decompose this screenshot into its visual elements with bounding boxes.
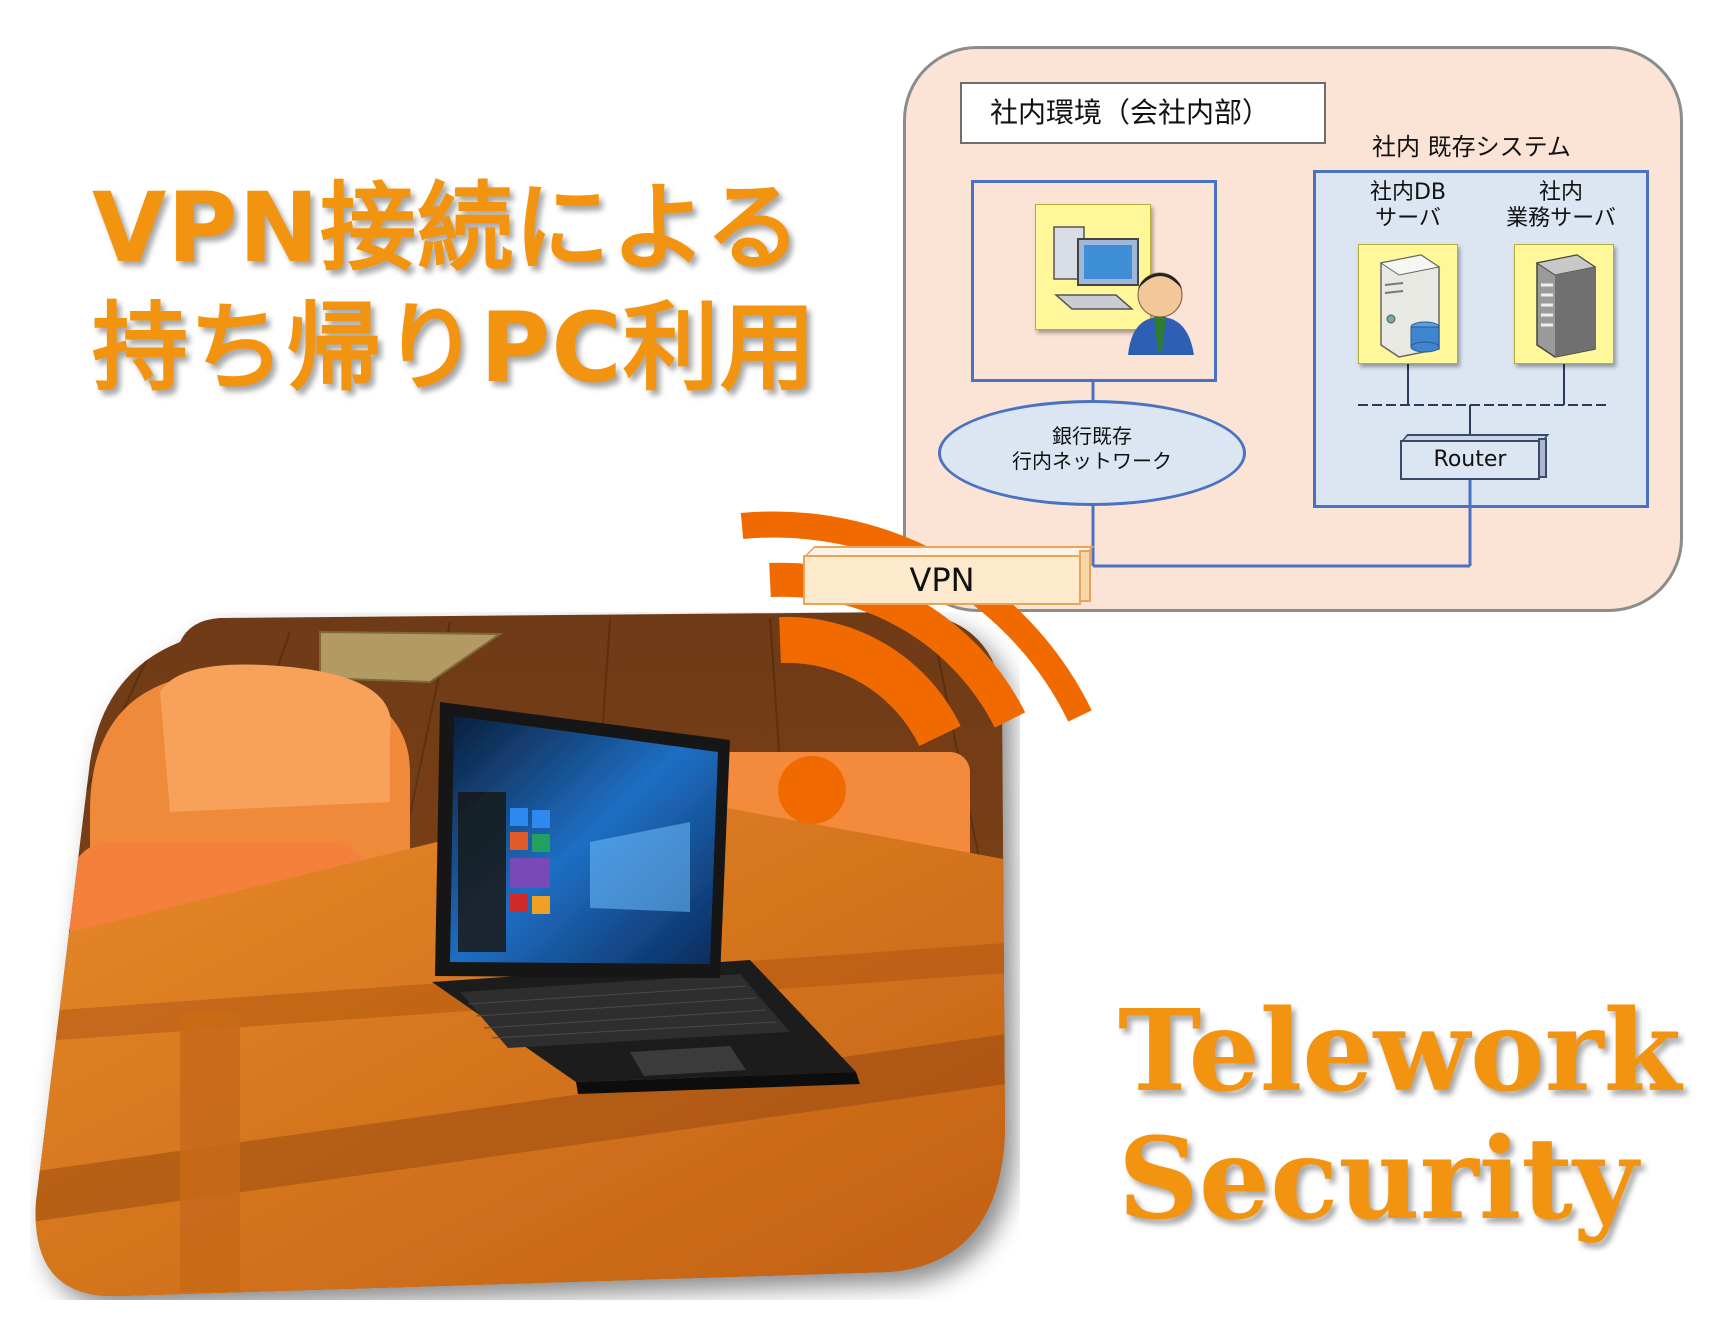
bank-network-label: 銀行既存 行内ネットワーク [1012,424,1172,473]
headline: VPN接続による 持ち帰りPC利用 [92,168,817,408]
vpn-tunnel-label: VPN [803,555,1081,605]
bank-network-ellipse [938,400,1246,506]
db-server-icon [1358,244,1458,364]
db-server-label: 社内DB サーバ [1369,180,1447,231]
headline-line-1: VPN接続による [92,172,803,284]
database-server-icon [1379,254,1441,358]
headline-line-2: 持ち帰りPC利用 [92,292,817,404]
security-line: Security [1118,1114,1639,1245]
router-box: Router [1400,440,1540,480]
business-server-label: 社内 業務サーバ [1506,180,1616,231]
internal-environment-label: 社内環境（会社内部） [960,82,1326,144]
telework-security-title: Telework Security [1118,988,1681,1244]
existing-system-label: 社内 既存システム [1372,133,1571,161]
telework-room-photo [35,612,1005,1297]
business-server-icon [1514,244,1614,364]
client-pc-user-icon [1035,204,1194,355]
server-tower-icon [1535,254,1597,358]
telework-line: Telework [1118,986,1682,1117]
computer-user-icon [1053,226,1194,355]
